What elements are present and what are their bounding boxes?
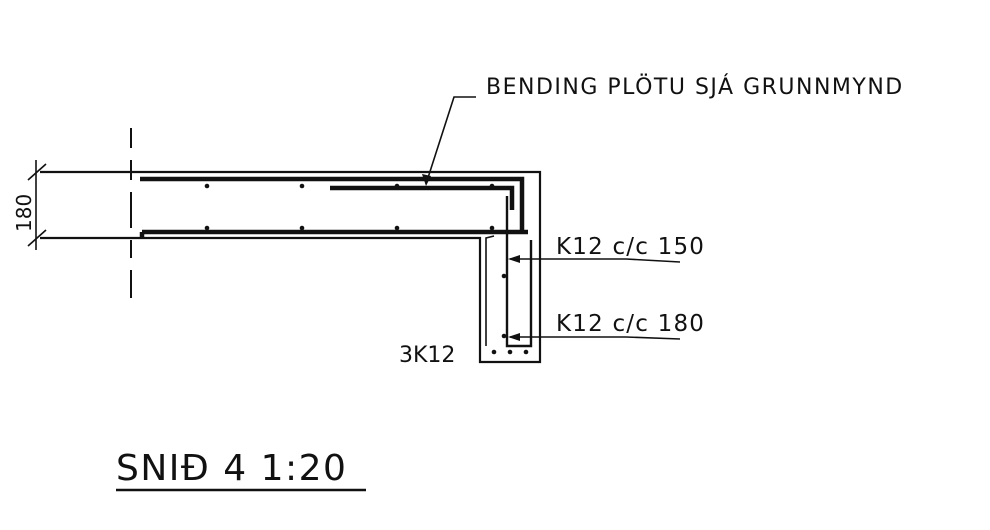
concrete-outline — [40, 170, 542, 364]
section-title-group: SNIÐ 4 1:20 — [116, 448, 366, 492]
section-title: SNIÐ 4 1:20 — [116, 448, 347, 489]
rebar-group — [139, 176, 533, 348]
beam-stirrup — [505, 196, 533, 348]
top-rebar — [140, 176, 525, 232]
thickness-dimension: 180 — [12, 160, 47, 250]
rebar-upper-label: K12 c/c 150 — [556, 234, 705, 260]
rebar-dots — [204, 183, 529, 355]
rebar-lower-label: K12 c/c 180 — [556, 311, 705, 337]
bottom-bars-label: 3K12 — [399, 343, 455, 368]
thickness-dimension-label: 180 — [12, 194, 36, 232]
rebar-upper-leader: K12 c/c 150 — [508, 234, 705, 263]
upper-splice-rebar — [330, 185, 515, 210]
slab-note-leader: BENDING PLÖTU SJÁ GRUNNMYND — [422, 74, 904, 186]
slab-reinforcement-note: BENDING PLÖTU SJÁ GRUNNMYND — [486, 74, 904, 100]
rebar-lower-leader: K12 c/c 180 — [508, 311, 705, 341]
